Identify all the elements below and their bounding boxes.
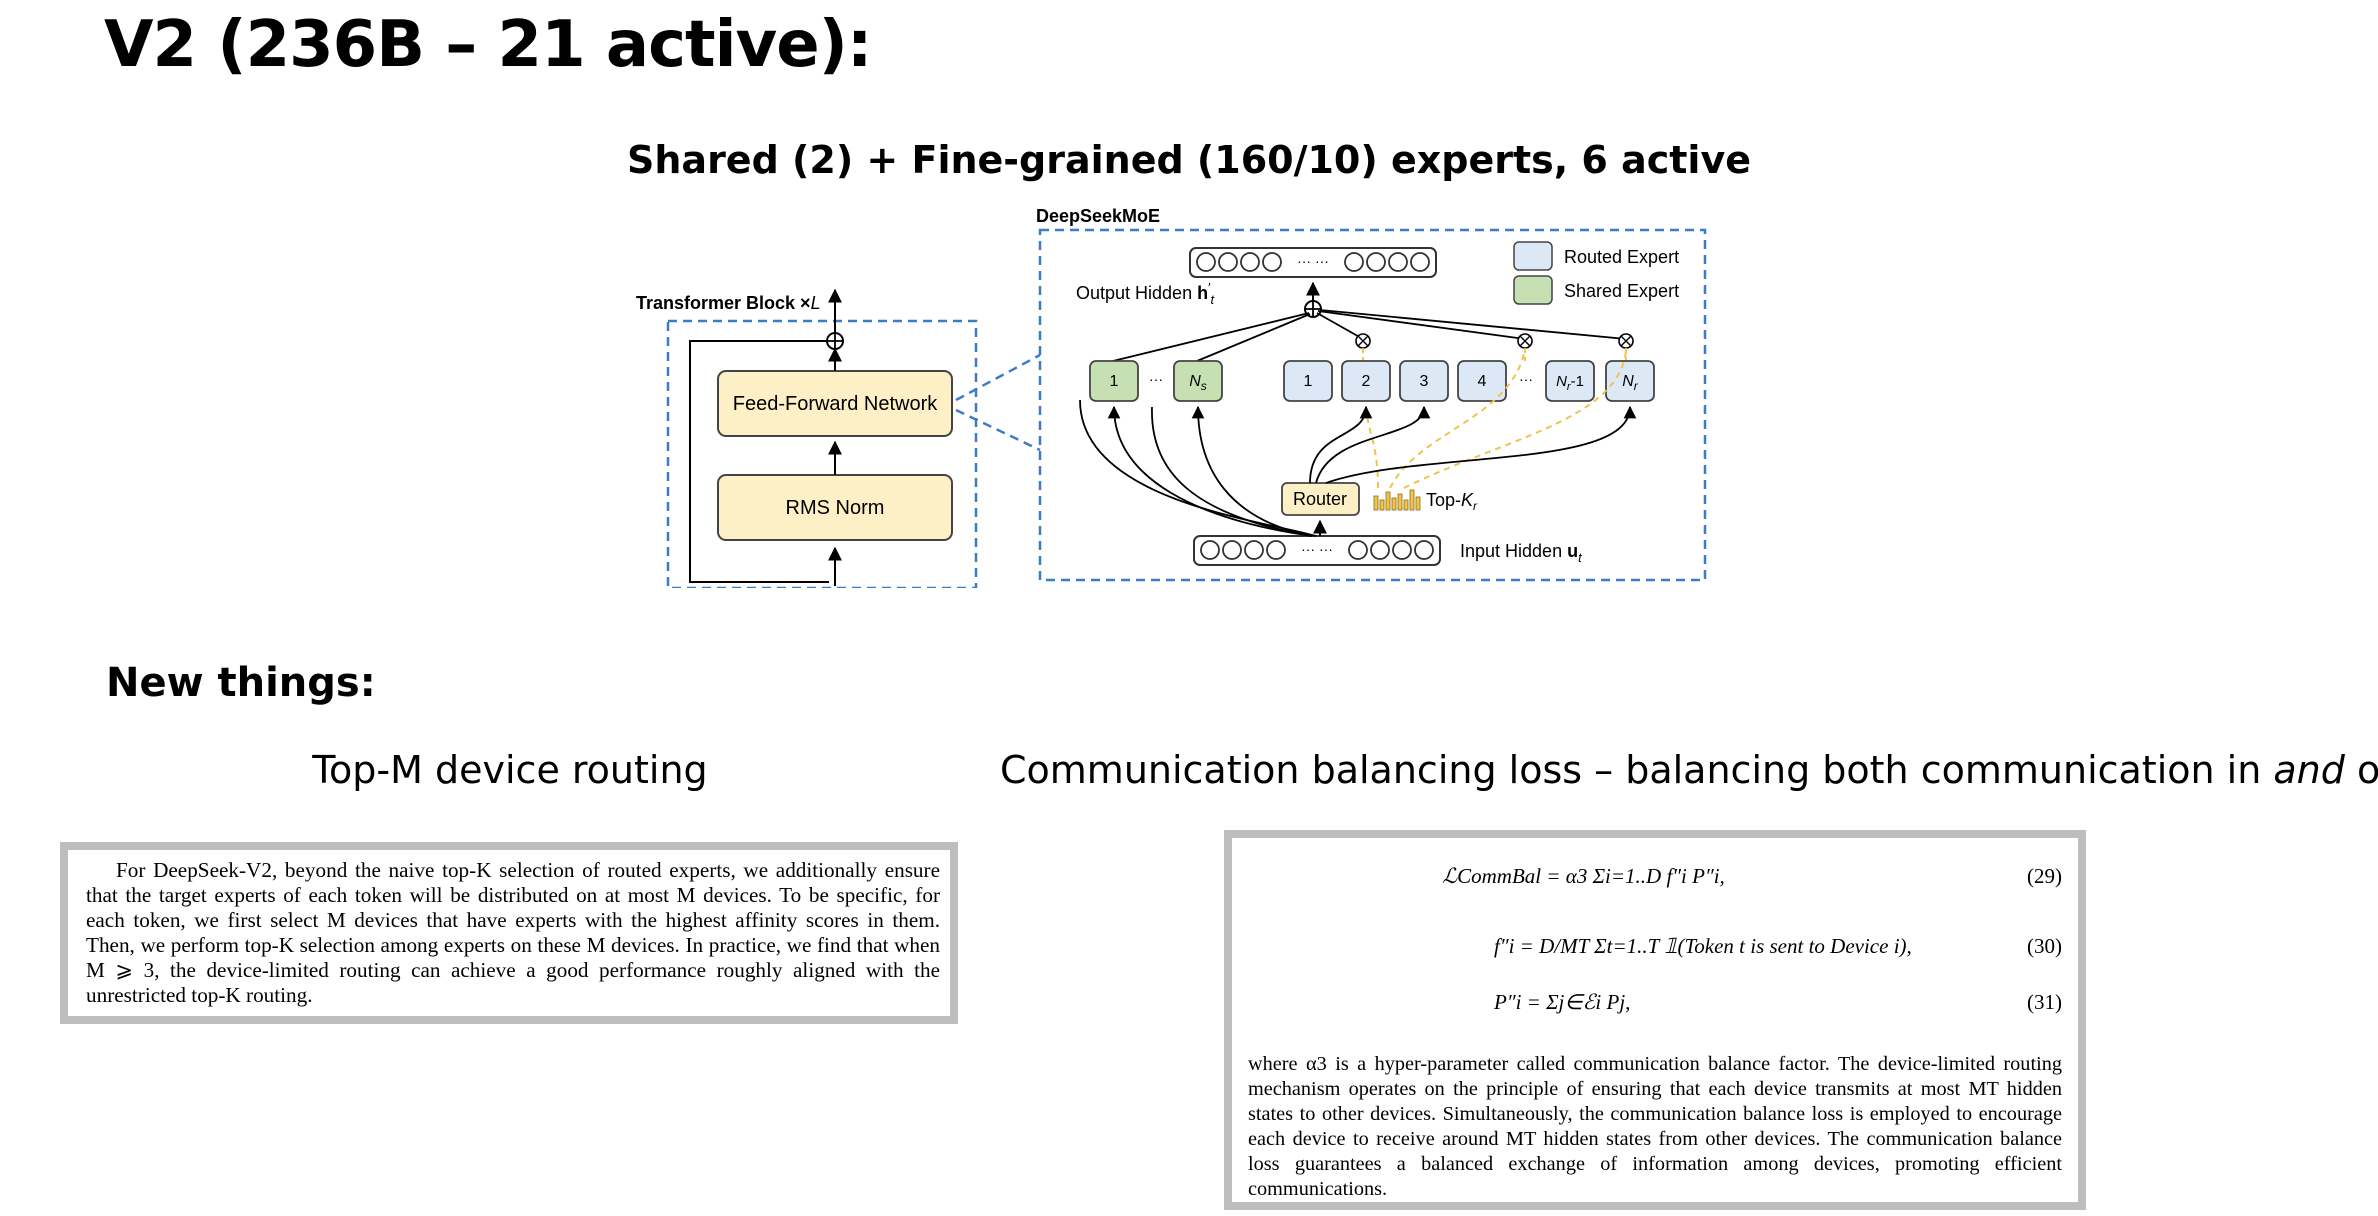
svg-text:··· ···: ··· ···	[1297, 253, 1329, 269]
svg-text:4: 4	[1478, 373, 1487, 390]
top-m-routing-excerpt: For DeepSeek-V2, beyond the naive top-K …	[60, 842, 958, 1024]
svg-text:1: 1	[1304, 373, 1313, 390]
topk-bars-icon	[1373, 489, 1421, 511]
routed-expert-4	[1457, 360, 1507, 402]
legend-shared-label: Shared Expert	[1564, 281, 1679, 301]
svg-text:···: ···	[1149, 371, 1163, 387]
equation-29: ℒCommBal = α3 Σi=1..D f″i P″i,	[1442, 864, 1725, 888]
equation-30-number: (30)	[2027, 934, 2062, 958]
transformer-block-border	[666, 319, 978, 588]
moe-border	[1038, 228, 1707, 582]
routed-expert-nr-1	[1545, 360, 1595, 402]
equation-31-number: (31)	[2027, 990, 2062, 1014]
output-hidden-label: Output Hidden h′t	[1076, 280, 1216, 307]
right-heading: Communication balancing loss – balancing…	[1000, 748, 2378, 792]
residual-connection	[689, 340, 829, 583]
equation-30: f″i = D/MT Σt=1..T 𝟙(Token t is sent to …	[1494, 934, 1912, 958]
top-m-routing-paragraph: For DeepSeek-V2, beyond the naive top-K …	[86, 858, 940, 1007]
routed-expert-2	[1341, 360, 1391, 402]
comm-balance-loss-excerpt: ℒCommBal = α3 Σi=1..D f″i P″i, (29) f″i …	[1224, 830, 2086, 1210]
section-heading: New things:	[106, 660, 376, 706]
routed-expert-nr-1-label: Nr-1	[1556, 373, 1584, 393]
topk-label: Top-Kr	[1426, 490, 1478, 513]
legend-routed-label: Routed Expert	[1564, 247, 1679, 267]
routed-expert-1	[1283, 360, 1333, 402]
svg-text:2: 2	[1362, 373, 1371, 390]
equation-31: P″i = Σj∈ℰi Pj,	[1494, 990, 1631, 1014]
left-heading: Top-M device routing	[312, 748, 708, 792]
router-label: Router	[1293, 489, 1347, 509]
shared-expert-ns	[1173, 360, 1223, 402]
router-block	[1281, 482, 1360, 516]
shared-expert-1	[1089, 360, 1139, 402]
rms-norm-label: RMS Norm	[786, 497, 885, 519]
legend-shared-swatch	[1513, 275, 1553, 305]
transformer-block-label: Transformer Block ×L	[636, 293, 821, 313]
equation-29-number: (29)	[2027, 864, 2062, 888]
ffn-label: Feed-Forward Network	[733, 393, 939, 415]
svg-text:··· ···: ··· ···	[1301, 541, 1333, 557]
svg-text:···: ···	[1519, 371, 1533, 387]
svg-text:3: 3	[1420, 373, 1429, 390]
moe-label: DeepSeekMoE	[1036, 206, 1160, 226]
comm-balance-paragraph: where α3 is a hyper-parameter called com…	[1248, 1053, 2062, 1200]
routed-expert-nr	[1605, 360, 1655, 402]
page-title: V2 (236B – 21 active):	[104, 8, 872, 82]
svg-text:1: 1	[1110, 373, 1119, 390]
legend-routed-swatch	[1513, 241, 1553, 271]
deepseekmoe-diagram: Transformer Block ×L RMS Norm Feed-Forwa…	[636, 206, 1707, 588]
routed-expert-3	[1399, 360, 1449, 402]
input-hidden-label: Input Hidden ut	[1460, 541, 1583, 565]
diagram-subtitle: Shared (2) + Fine-grained (160/10) exper…	[627, 138, 1751, 182]
